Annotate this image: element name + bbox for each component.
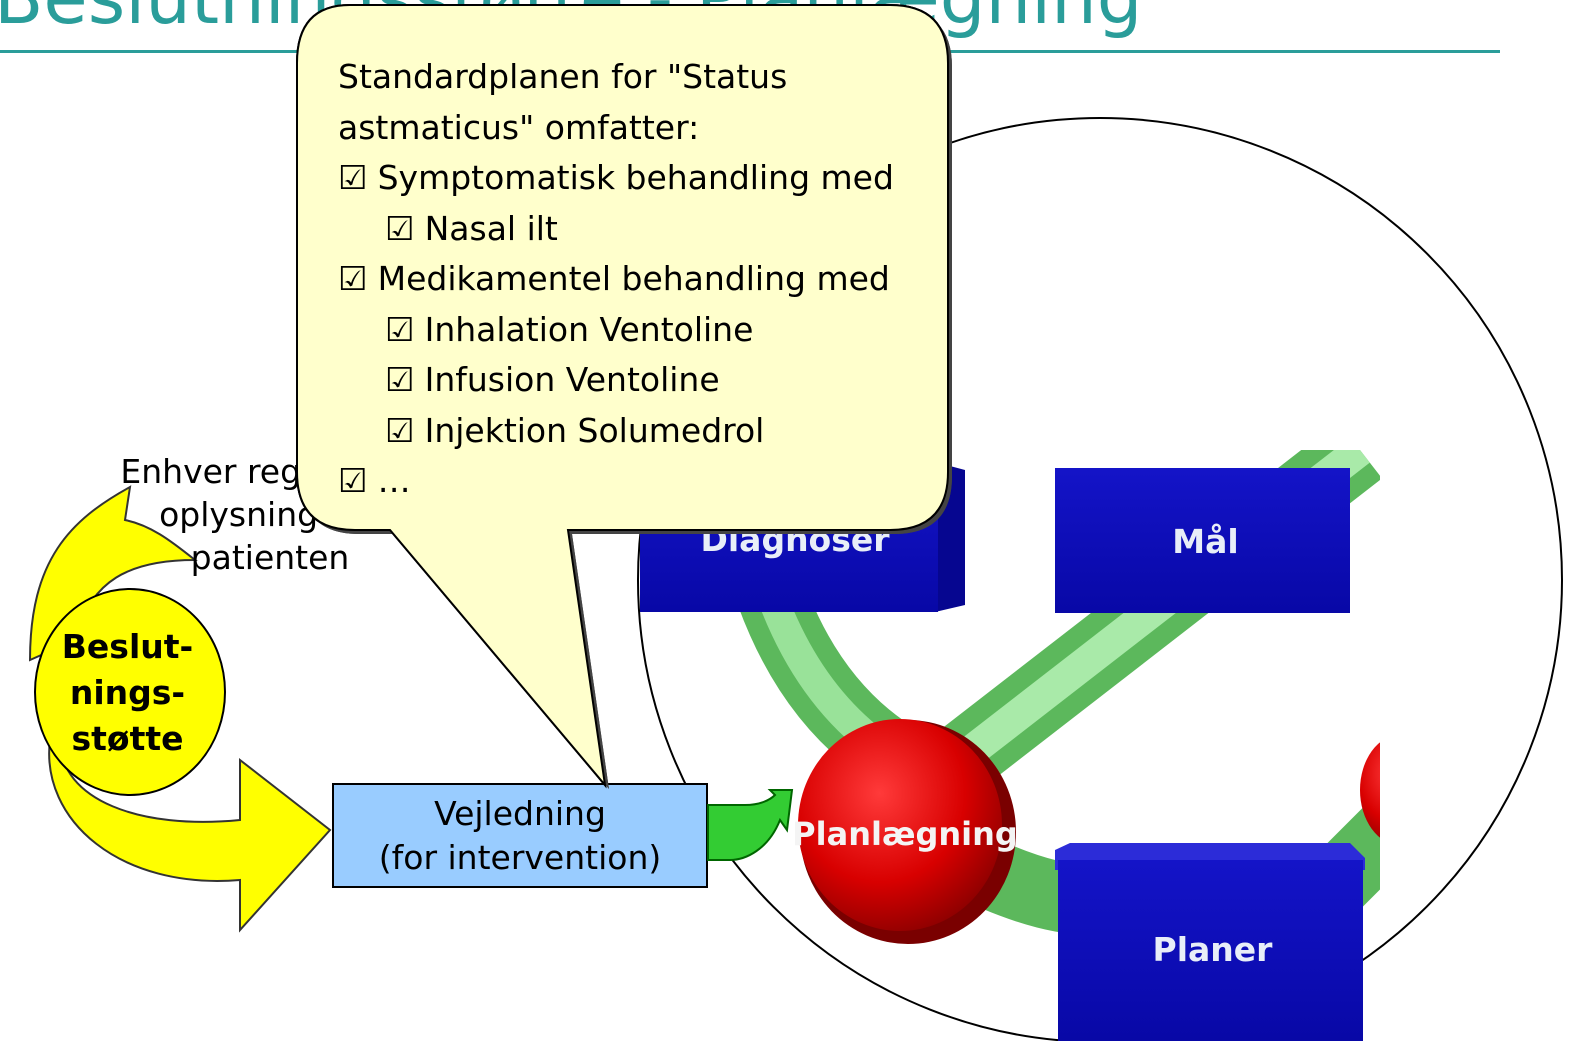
maal-label: Mål — [1172, 522, 1239, 561]
callout-intro-line1: Standardplanen for "Status — [338, 57, 788, 96]
callout-checklist-item: ☑Infusion Ventoline — [338, 355, 894, 406]
decision-support-line2: nings- — [69, 673, 186, 712]
maal-block — [1055, 468, 1350, 613]
diagnoser-label: Diagnoser — [700, 520, 890, 559]
decision-support-line3: støtte — [71, 719, 184, 758]
callout-checklist-item: ☑Injektion Solumedrol — [338, 406, 894, 457]
callout-checklist-item: ☑Inhalation Ventoline — [338, 305, 894, 356]
decision-support-label: Beslut- nings- støtte — [40, 624, 215, 762]
checklist-item-label: Medikamentel behandling med — [377, 259, 890, 298]
red-node-partial — [1360, 742, 1380, 838]
planer-block — [1058, 860, 1363, 1041]
callout-intro-line2: astmaticus" omfatter: — [338, 107, 700, 147]
checklist-item-label: Inhalation Ventoline — [424, 309, 754, 349]
guidance-text: Vejledning (for intervention) — [333, 784, 707, 887]
guidance-line2: (for intervention) — [378, 838, 662, 877]
checklist-item-label: Infusion Ventoline — [424, 360, 720, 399]
checkbox-checked-icon: ☑ — [385, 208, 415, 248]
decision-support-arrow — [28, 485, 332, 933]
checkbox-checked-icon: ☑ — [385, 410, 415, 450]
checklist-item-label: Symptomatisk behandling med — [377, 158, 894, 197]
callout-text: Standardplanen for "Status astmaticus" o… — [338, 52, 894, 507]
guidance-to-planning-arrow — [707, 789, 794, 861]
decision-support-line1: Beslut- — [61, 627, 194, 666]
checklist-item-label: … — [377, 461, 411, 500]
checklist-item-label: Nasal ilt — [424, 208, 558, 248]
checkbox-checked-icon: ☑ — [338, 158, 368, 197]
callout-checklist-item: ☑Medikamentel behandling med — [338, 254, 894, 305]
checkbox-checked-icon: ☑ — [338, 259, 368, 298]
decision-support-hub — [34, 588, 226, 796]
callout-checklist-item: ☑Nasal ilt — [338, 204, 894, 255]
checkbox-checked-icon: ☑ — [385, 360, 415, 399]
planer-label: Planer — [1152, 930, 1273, 969]
callout-checklist-item: ☑… — [338, 456, 894, 507]
planlaegning-label: Planlægning — [792, 815, 1018, 853]
patient-info-line3: patienten — [190, 538, 350, 577]
checkbox-checked-icon: ☑ — [338, 461, 368, 500]
checklist-item-label: Injektion Solumedrol — [424, 410, 765, 450]
callout-checklist-item: ☑Symptomatisk behandling med — [338, 153, 894, 204]
checkbox-checked-icon: ☑ — [385, 309, 415, 349]
guidance-line1: Vejledning — [434, 794, 606, 833]
